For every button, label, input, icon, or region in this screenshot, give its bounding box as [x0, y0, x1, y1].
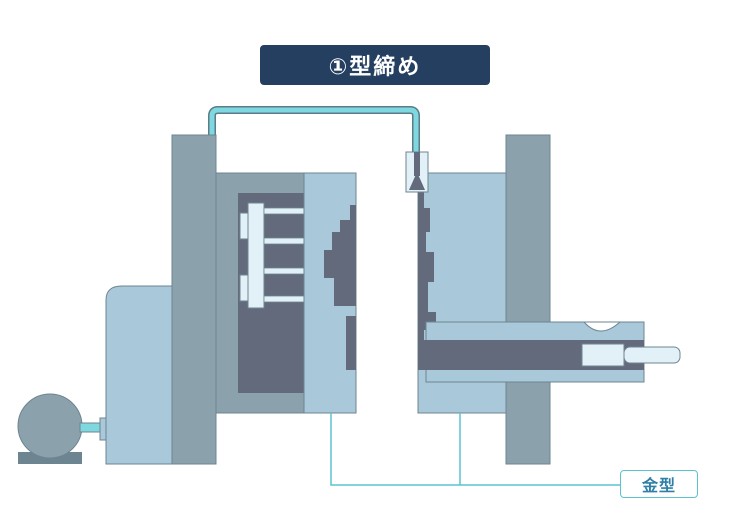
mold-core	[324, 205, 356, 306]
callout-leader	[330, 413, 620, 486]
plunger-head	[581, 343, 625, 367]
right-platen	[505, 134, 551, 465]
ejector-tab-top	[239, 212, 249, 240]
nozzle-tip	[409, 172, 425, 190]
title-banner: ①型締め	[260, 45, 490, 85]
sprue-channel	[418, 190, 424, 340]
callout-label-mold: 金型	[620, 470, 698, 498]
feed-pipe-inner	[209, 107, 419, 155]
nozzle-channel	[414, 152, 420, 176]
feed-pipe	[208, 106, 420, 155]
ejector-plate	[247, 202, 265, 309]
motor	[17, 393, 83, 459]
cylinder-housing	[105, 285, 173, 465]
title-text: ①型締め	[328, 55, 422, 80]
ejector-tab-bottom	[239, 274, 249, 302]
plunger-rod	[623, 346, 681, 364]
left-platen	[171, 134, 217, 465]
callout-label-text: 金型	[641, 476, 676, 495]
hopper-notch	[582, 321, 622, 332]
mold-core-lower	[346, 316, 356, 370]
